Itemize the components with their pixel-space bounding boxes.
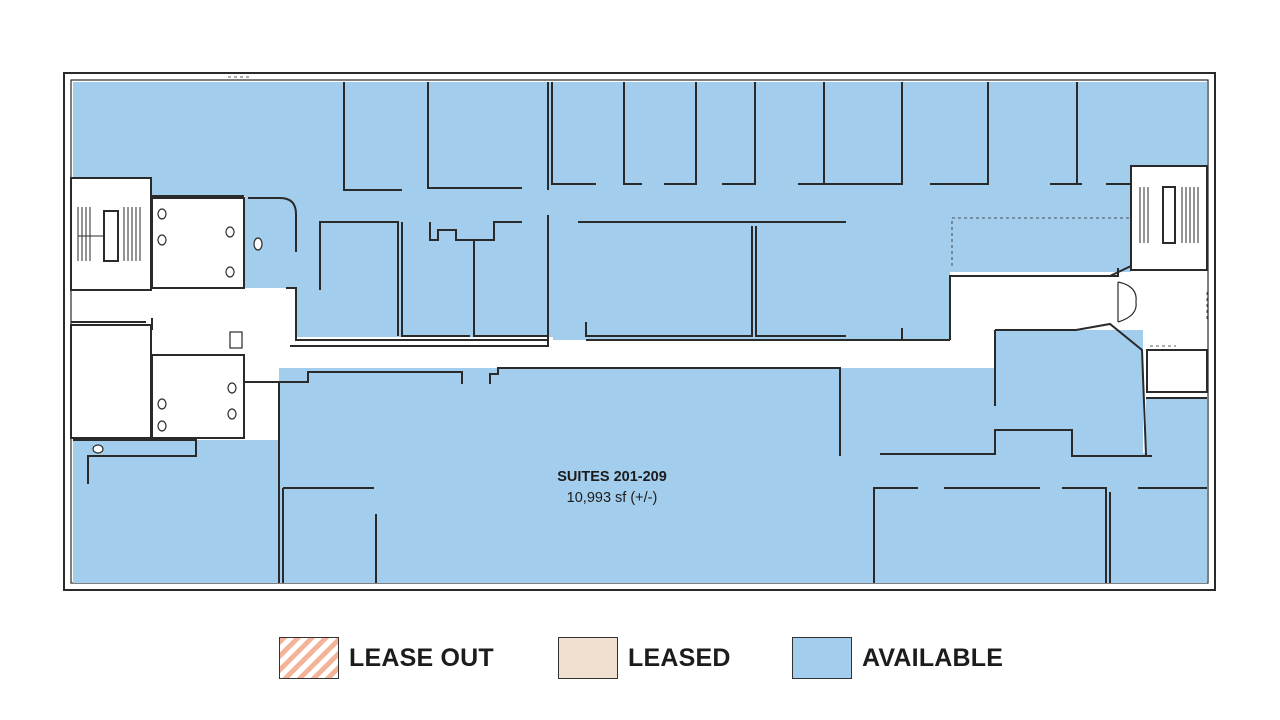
toilet-icon [157, 398, 167, 410]
leased-swatch [558, 637, 618, 679]
restroom-lower [151, 354, 245, 439]
sink-icon [253, 237, 263, 251]
available-top-band [341, 82, 1207, 186]
right-stair-core [1162, 186, 1176, 244]
available-lower-right-mid [995, 330, 1143, 453]
entry-doors [1117, 281, 1137, 323]
available-lower-left [73, 440, 279, 583]
toilet-icon [225, 226, 235, 238]
available-right-column [1146, 398, 1207, 486]
legend-item-lease-out: LEASE OUT [279, 636, 494, 680]
floor-plan: SUITES 201-209 10,993 sf (+/-) [63, 72, 1216, 591]
right-stair [1139, 186, 1199, 244]
lease-out-swatch [279, 637, 339, 679]
restroom-fixtures [92, 208, 263, 454]
available-swatch [792, 637, 852, 679]
dashed-lines [70, 76, 1208, 347]
legend-item-leased: LEASED [558, 636, 731, 680]
suite-area: 10,993 sf (+/-) [567, 490, 658, 506]
available-office-row-left [245, 222, 297, 288]
right-storage-room [1146, 349, 1208, 393]
sink-icon [229, 331, 243, 349]
legend-label-available: AVAILABLE [862, 643, 1004, 672]
available-lower-main [279, 368, 995, 583]
legend-label-leased: LEASED [628, 643, 731, 672]
suite-name: SUITES 201-209 [557, 469, 667, 485]
toilet-icon [157, 208, 167, 220]
available-right-upper [950, 186, 1131, 272]
toilet-icon [157, 420, 167, 432]
toilet-icon [157, 234, 167, 246]
toilet-icon [227, 408, 237, 420]
legend-item-available: AVAILABLE [792, 636, 1003, 680]
interior-walls [71, 82, 1207, 583]
available-areas [73, 82, 1207, 583]
legend: LEASE OUT LEASED AVAILABLE [0, 636, 1280, 680]
toilet-icon [225, 266, 235, 278]
left-stair-enclosure [70, 177, 152, 291]
available-top-left-office [73, 82, 341, 178]
right-stair-enclosure [1130, 165, 1208, 271]
available-office-row-a [297, 222, 553, 337]
left-storage-room [70, 324, 152, 439]
toilet-icon [227, 382, 237, 394]
left-stair [77, 207, 141, 262]
legend-label-lease-out: LEASE OUT [349, 643, 494, 672]
sink-icon [92, 444, 104, 454]
